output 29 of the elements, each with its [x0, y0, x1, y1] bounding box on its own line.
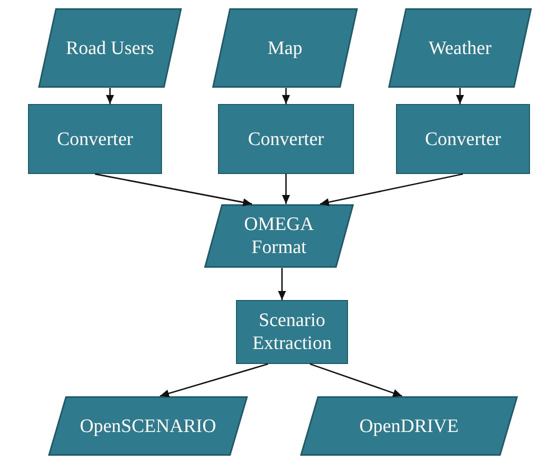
data-parallelogram: [300, 396, 518, 456]
node-label: OMEGA Format: [243, 213, 315, 259]
node-label: Map: [266, 36, 304, 60]
process-box: [28, 104, 162, 174]
node-label: Scenario Extraction: [251, 309, 333, 355]
data-parallelogram: [212, 8, 358, 88]
arrow: [94, 173, 252, 206]
data-parallelogram: [48, 396, 248, 456]
process-box: [396, 104, 530, 174]
data-parallelogram: [388, 8, 532, 88]
node-label: Weather: [428, 36, 492, 60]
arrow: [456, 88, 464, 104]
arrow: [160, 363, 268, 398]
node-label: Converter: [247, 128, 325, 150]
arrow: [310, 363, 402, 397]
node-label: OpenDRIVE: [358, 414, 460, 438]
process-box: [236, 300, 348, 364]
node-label: OpenSCENARIO: [78, 414, 218, 438]
data-parallelogram: [38, 8, 182, 88]
node-label: Converter: [424, 128, 502, 150]
data-parallelogram: [204, 204, 354, 268]
node-label: Converter: [56, 128, 134, 150]
arrow: [278, 268, 286, 300]
arrow: [282, 88, 290, 104]
process-box: [218, 104, 354, 174]
arrow: [106, 88, 114, 104]
arrow: [282, 174, 290, 204]
arrow: [320, 173, 464, 206]
node-label: Road Users: [64, 36, 156, 60]
